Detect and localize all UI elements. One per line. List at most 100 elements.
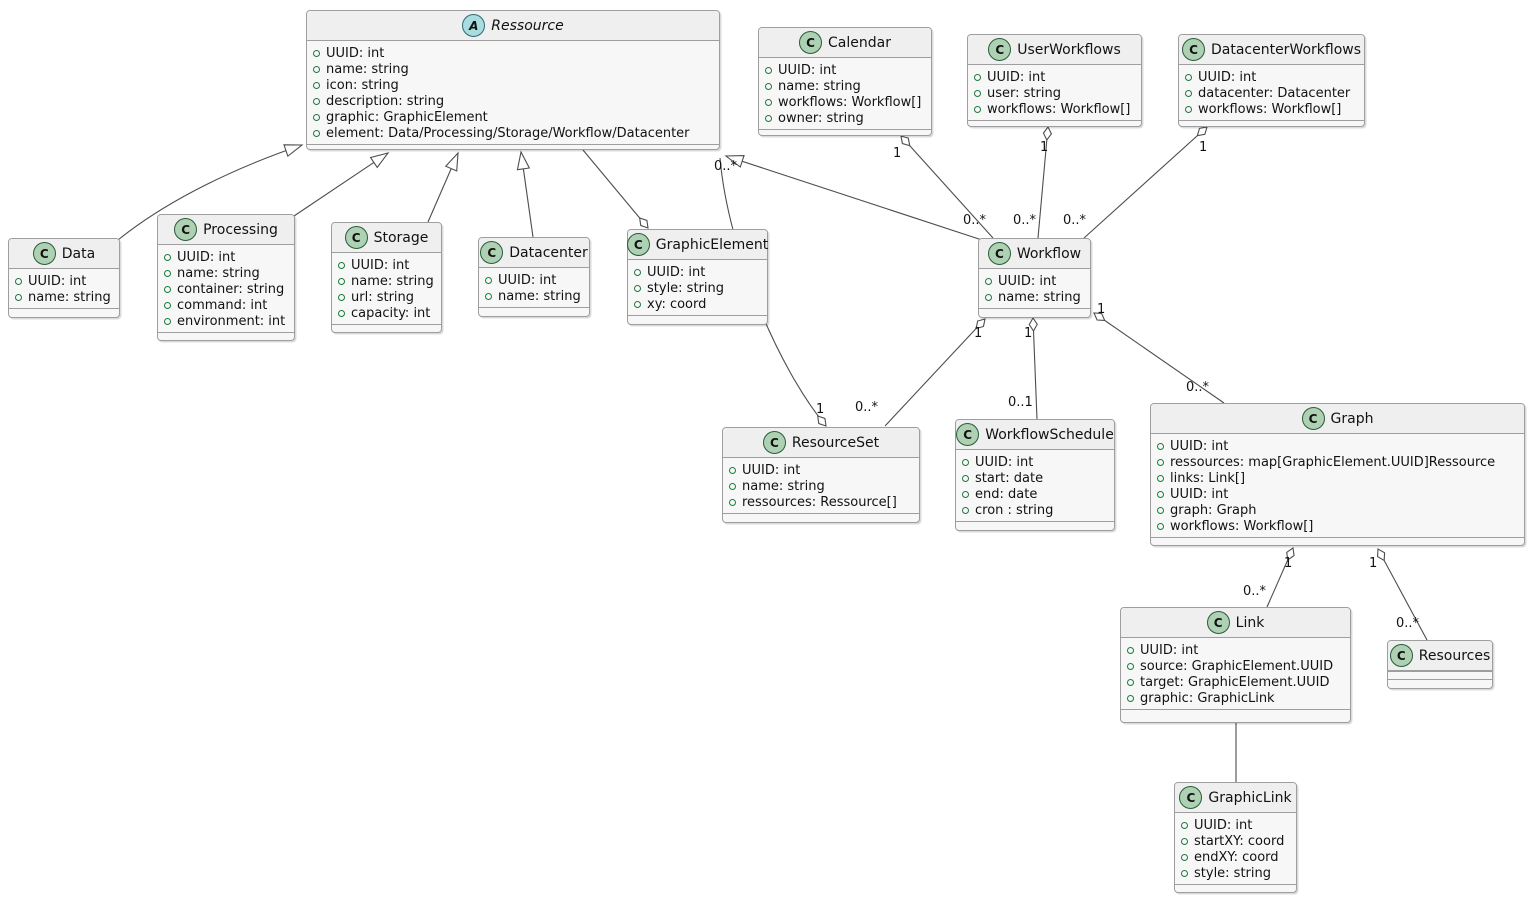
class-attribute: UUID: int (1181, 817, 1288, 833)
multiplicity-label: 1 (1097, 302, 1106, 317)
multiplicity-label: 0..* (714, 159, 738, 174)
multiplicity-label: 1 (1284, 556, 1293, 571)
class-icon: C (956, 423, 980, 446)
edge-workflow-userworkflows (1037, 127, 1048, 239)
class-header: C UserWorkflows (968, 35, 1141, 65)
field-visibility-icon (634, 284, 641, 292)
class-attribute: target: GraphicElement.UUID (1127, 674, 1342, 690)
class-attribute: style: string (1181, 865, 1288, 881)
attribute-text: xy: coord (647, 296, 707, 312)
field-visibility-icon (338, 293, 345, 301)
field-visibility-icon (634, 268, 641, 276)
methods-section (968, 120, 1141, 129)
field-visibility-icon (313, 129, 320, 137)
attribute-text: UUID: int (1194, 817, 1253, 833)
field-visibility-icon (1157, 522, 1164, 530)
class-attribute: UUID: int (729, 462, 911, 478)
field-visibility-icon (485, 292, 492, 300)
attribute-text: start: date (975, 470, 1044, 486)
class-attribute: UUID: int (313, 45, 711, 61)
multiplicity-label: 0..* (855, 400, 879, 415)
attribute-text: end: date (975, 486, 1038, 502)
class-title: Workflow (1016, 245, 1082, 262)
attribute-text: name: string (742, 478, 825, 494)
class-attribute: user: string (974, 85, 1133, 101)
class-icon: C (1301, 407, 1325, 430)
attribute-text: UUID: int (975, 454, 1034, 470)
field-visibility-icon (1127, 662, 1134, 670)
multiplicity-label: 0..* (1243, 584, 1267, 599)
attribute-text: UUID: int (1170, 438, 1229, 454)
class-title: UserWorkflows (1017, 41, 1121, 58)
class-attribute: name: string (765, 78, 923, 94)
class-title: Datacenter (509, 244, 588, 261)
class-attribute: endXY: coord (1181, 849, 1288, 865)
class-icon: C (1181, 38, 1205, 61)
attribute-text: startXY: coord (1194, 833, 1285, 849)
multiplicity-label: 0..* (1396, 616, 1420, 631)
class-header: C Resources (1388, 641, 1492, 671)
class-attribute: owner: string (765, 110, 923, 126)
methods-section (1388, 679, 1492, 688)
field-visibility-icon (1181, 821, 1188, 829)
class-attribute: ressources: Ressource[] (729, 494, 911, 510)
multiplicity-label: 1 (1040, 140, 1049, 155)
attribute-text: workflows: Workflow[] (778, 94, 922, 110)
attributes-section (1388, 671, 1492, 679)
class-attribute: capacity: int (338, 305, 433, 321)
multiplicity-label: 0..* (1013, 213, 1037, 228)
class-attribute: name: string (15, 289, 111, 305)
edge-graph-workflow (1094, 313, 1225, 404)
class-attribute: workflows: Workflow[] (765, 94, 923, 110)
class-attribute: graph: Graph (1157, 502, 1516, 518)
class-header: C Workflow (979, 239, 1090, 269)
class-attribute: name: string (338, 273, 434, 289)
class-title: Calendar (828, 34, 891, 51)
class-attribute: startXY: coord (1181, 833, 1288, 849)
class-icon: C (762, 431, 786, 454)
multiplicity-label: 1 (893, 146, 902, 161)
class-title: Ressource (491, 17, 564, 34)
methods-section (158, 332, 294, 341)
attribute-text: owner: string (778, 110, 864, 126)
class-attribute: cron : string (962, 502, 1106, 518)
field-visibility-icon (962, 474, 969, 482)
class-resources: C Resources (1387, 640, 1493, 689)
class-attribute: ressources: map[GraphicElement.UUID]Ress… (1157, 454, 1516, 470)
edge-schedule-workflow (1033, 318, 1037, 420)
class-title: Resources (1418, 647, 1491, 664)
multiplicity-label: 1 (974, 326, 983, 341)
class-icon: C (174, 218, 198, 241)
class-title: DatacenterWorkflows (1210, 41, 1362, 58)
abstract-class-icon: A (462, 14, 486, 37)
multiplicity-label: 0..* (1186, 380, 1210, 395)
attribute-text: endXY: coord (1194, 849, 1279, 865)
class-icon: C (480, 241, 504, 264)
class-attribute: container: string (164, 281, 286, 297)
class-icon: C (1206, 611, 1230, 634)
class-attribute: style: string (634, 280, 759, 296)
field-visibility-icon (338, 261, 345, 269)
class-title: GraphicLink (1208, 789, 1292, 806)
attribute-text: source: GraphicElement.UUID (1140, 658, 1334, 674)
methods-section (723, 513, 919, 522)
multiplicity-label: 1 (1024, 326, 1033, 341)
edge-data-extends-ressource (117, 144, 304, 241)
class-icon: C (32, 242, 56, 265)
field-visibility-icon (1157, 506, 1164, 514)
field-visibility-icon (729, 466, 736, 474)
class-attribute: description: string (313, 93, 711, 109)
field-visibility-icon (985, 277, 992, 285)
multiplicity-label: 0..* (1063, 213, 1087, 228)
attribute-text: UUID: int (647, 264, 706, 280)
